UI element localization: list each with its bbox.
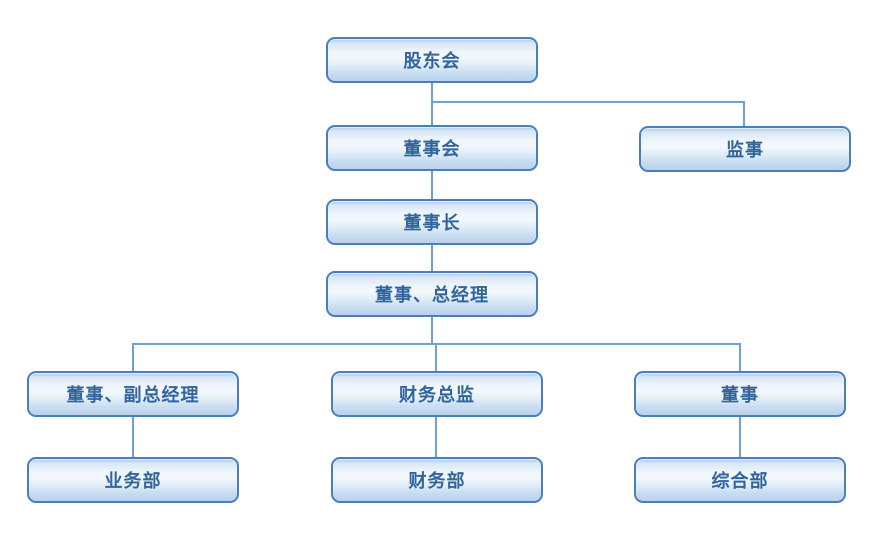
org-node-board-of-directors[interactable]: 董事会	[326, 125, 538, 171]
org-node-chairman[interactable]: 董事长	[326, 199, 538, 245]
org-node-finance-department-label: 财务部	[408, 471, 466, 491]
connector-chairman-to-gm	[431, 245, 433, 271]
org-node-shareholders-meeting[interactable]: 股东会	[326, 37, 538, 83]
org-node-shareholders-meeting-label: 股东会	[403, 51, 461, 71]
connector-finance-director-to-finance	[435, 417, 437, 457]
org-node-supervisor-label: 监事	[726, 140, 764, 160]
org-node-finance-director[interactable]: 财务总监	[331, 371, 543, 417]
org-node-business-department[interactable]: 业务部	[27, 457, 239, 503]
org-node-general-manager[interactable]: 董事、总经理	[326, 271, 538, 317]
connector-gm-to-branch	[431, 317, 433, 345]
org-node-general-manager-label: 董事、总经理	[375, 285, 489, 305]
org-node-chairman-label: 董事长	[403, 213, 461, 233]
connector-director-to-general	[739, 417, 741, 457]
connector-deputy-gm-to-business	[132, 417, 134, 457]
org-node-business-department-label: 业务部	[104, 471, 162, 491]
org-node-director[interactable]: 董事	[634, 371, 846, 417]
org-node-general-department-label: 综合部	[711, 471, 769, 491]
connector-branch-to-supervisor	[743, 101, 745, 126]
org-node-deputy-general-manager[interactable]: 董事、副总经理	[27, 371, 239, 417]
org-node-finance-department[interactable]: 财务部	[331, 457, 543, 503]
org-node-finance-director-label: 财务总监	[399, 385, 475, 405]
org-node-supervisor[interactable]: 监事	[639, 126, 851, 172]
org-node-general-department[interactable]: 综合部	[634, 457, 846, 503]
connector-shareholders-branch	[431, 101, 745, 103]
connector-branch-to-deputy-gm	[132, 343, 134, 371]
org-node-deputy-general-manager-label: 董事、副总经理	[66, 385, 200, 405]
connector-branch-to-director	[739, 343, 741, 371]
org-node-board-of-directors-label: 董事会	[403, 139, 461, 159]
org-node-director-label: 董事	[721, 385, 759, 405]
connector-board-to-chairman	[431, 171, 433, 199]
connector-shareholders-to-board	[431, 83, 433, 125]
connector-branch-to-finance-director	[435, 343, 437, 371]
